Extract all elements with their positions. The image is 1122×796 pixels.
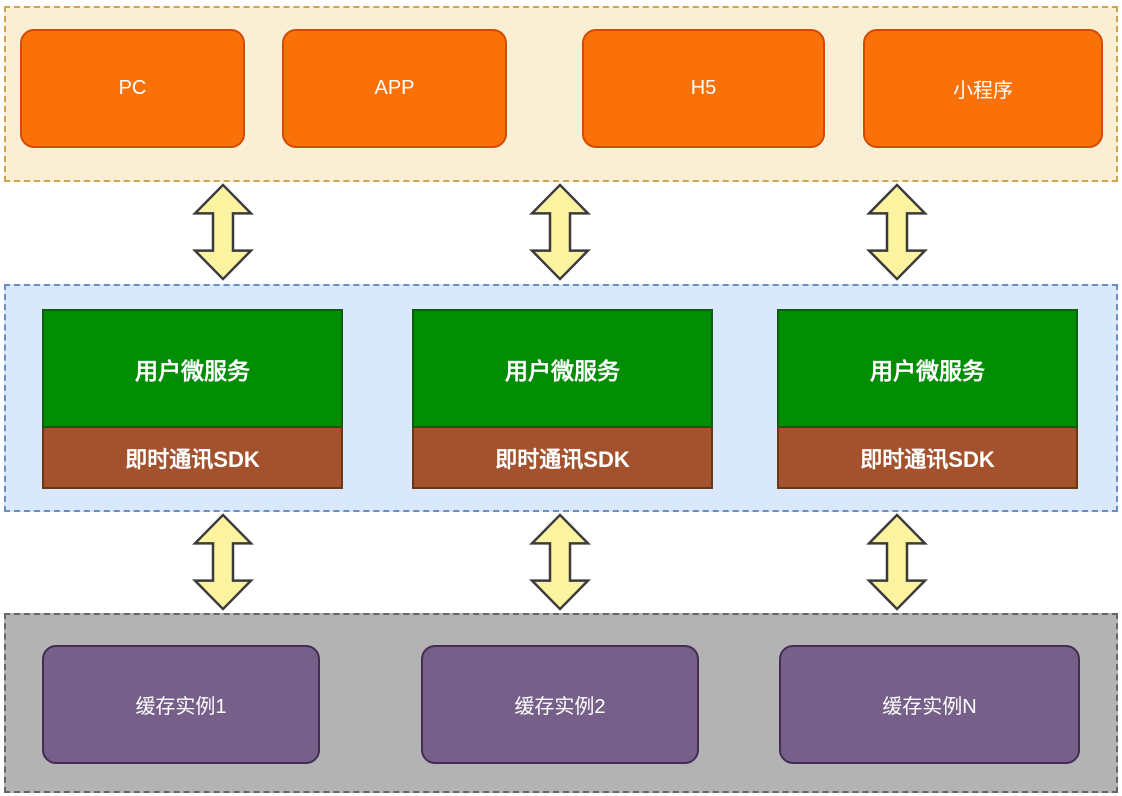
user-microservice-box: 用户微服务 [42,309,343,428]
double-arrow-icon [529,513,591,611]
client-box-label: PC [118,77,147,99]
user-microservice-box: 用户微服务 [412,309,713,428]
cache-tier-container: 缓存实例1 缓存实例2 缓存实例N [4,613,1118,793]
client-tier-container: PC APP H5 小程序 [4,6,1118,182]
service-tier-container: 用户微服务 即时通讯SDK 用户微服务 即时通讯SDK 用户微服务 即时通讯SD… [4,284,1118,512]
client-box-miniprogram: 小程序 [863,29,1103,148]
cache-instance-box-n: 缓存实例N [779,645,1080,764]
service-stack-2: 用户微服务 即时通讯SDK [412,309,713,489]
cache-instance-box-2: 缓存实例2 [421,645,699,764]
service-box-label: 用户微服务 [870,357,985,384]
double-arrow-icon [529,183,591,281]
user-microservice-box: 用户微服务 [777,309,1078,428]
double-arrow-icon [192,513,254,611]
client-box-pc: PC [20,29,245,148]
double-arrow-icon [866,183,928,281]
cache-box-label: 缓存实例2 [514,696,606,718]
client-box-h5: H5 [582,29,825,148]
client-box-label: APP [374,77,415,99]
im-sdk-box: 即时通讯SDK [412,428,713,489]
sdk-box-label: 即时通讯SDK [860,446,995,472]
cache-box-label: 缓存实例N [882,696,977,718]
sdk-box-label: 即时通讯SDK [495,446,630,472]
im-sdk-box: 即时通讯SDK [42,428,343,489]
service-box-label: 用户微服务 [135,357,250,384]
im-sdk-box: 即时通讯SDK [777,428,1078,489]
client-box-app: APP [282,29,507,148]
sdk-box-label: 即时通讯SDK [125,446,260,472]
double-arrow-icon [866,513,928,611]
service-box-label: 用户微服务 [505,357,620,384]
service-stack-1: 用户微服务 即时通讯SDK [42,309,343,489]
double-arrow-icon [192,183,254,281]
client-box-label: H5 [690,77,717,99]
cache-instance-box-1: 缓存实例1 [42,645,320,764]
cache-box-label: 缓存实例1 [135,696,227,718]
service-stack-3: 用户微服务 即时通讯SDK [777,309,1078,489]
client-box-label: 小程序 [953,80,1013,102]
